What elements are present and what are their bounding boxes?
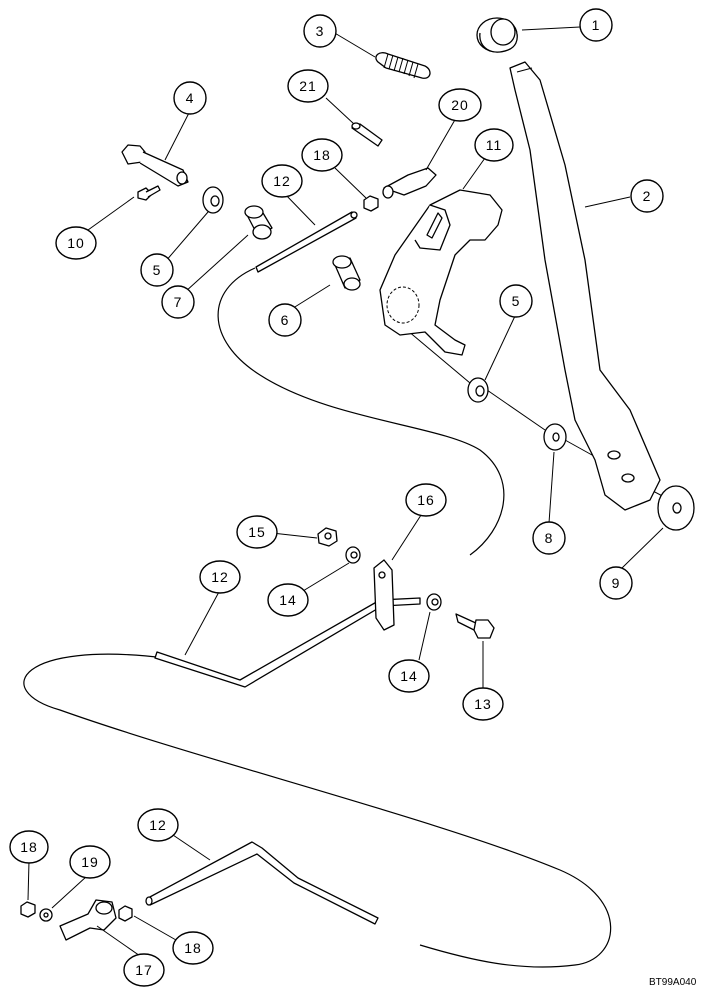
lever-arm-part	[509, 61, 661, 511]
callout-3-label: 3	[316, 23, 325, 39]
rod-part-lower	[145, 841, 379, 925]
callout-11: 11	[474, 128, 514, 162]
spring-part	[375, 52, 431, 79]
callout-12b: 12	[199, 560, 241, 594]
callout-17-label: 17	[135, 962, 153, 978]
washer-part-a	[202, 186, 224, 214]
callout-18b: 18	[9, 830, 49, 864]
callout-14b: 14	[388, 659, 430, 693]
callout-6-label: 6	[281, 312, 290, 328]
callout-14a: 14	[267, 583, 309, 617]
washer-part-19	[39, 908, 53, 922]
callout-21-label: 21	[299, 78, 317, 94]
washer-part-14a	[345, 546, 361, 564]
nut-part-18a	[363, 195, 379, 212]
nut-part-15	[317, 527, 338, 547]
callout-9: 9	[599, 566, 633, 600]
callout-7: 7	[161, 285, 195, 319]
clevis-part	[382, 167, 437, 199]
leader-lines	[27, 26, 664, 959]
callout-5b-label: 5	[512, 293, 521, 309]
callout-1-label: 1	[592, 17, 601, 33]
rod-part-middle	[154, 597, 421, 688]
callout-21: 21	[287, 69, 329, 103]
ball-joint-part	[59, 899, 117, 941]
bolt-part-13	[455, 613, 495, 639]
callout-14a-label: 14	[279, 592, 297, 608]
callout-18b-label: 18	[20, 839, 38, 855]
callout-18a-label: 18	[313, 147, 331, 163]
callout-19-label: 19	[81, 854, 99, 870]
callout-5a: 5	[140, 253, 174, 287]
nut-part-18b	[20, 901, 36, 918]
callout-20: 20	[438, 88, 482, 122]
callout-13-label: 13	[474, 696, 492, 712]
nut-part-18c	[118, 905, 133, 922]
pin-part-21	[351, 122, 383, 147]
callout-20-label: 20	[451, 97, 469, 113]
bushing-part-7	[244, 205, 273, 240]
callout-7-label: 7	[174, 294, 183, 310]
callout-16: 16	[405, 483, 447, 517]
screw-part-10	[137, 185, 161, 201]
callout-12c: 12	[137, 808, 179, 842]
callout-12a-label: 12	[273, 173, 291, 189]
callout-17: 17	[123, 953, 165, 987]
callout-9-label: 9	[612, 575, 621, 591]
callout-19: 19	[69, 845, 111, 879]
bracket-part	[379, 189, 503, 356]
callout-1: 1	[579, 8, 613, 42]
callout-13: 13	[462, 687, 504, 721]
washer-part-b	[467, 377, 489, 403]
bushing-part-6	[332, 255, 361, 291]
callout-12b-label: 12	[211, 569, 229, 585]
callout-6: 6	[268, 303, 302, 337]
callout-18c: 18	[172, 931, 214, 965]
callout-8: 8	[532, 521, 566, 555]
callout-4: 4	[173, 81, 207, 115]
callout-4-label: 4	[186, 90, 195, 106]
callout-16-label: 16	[417, 492, 435, 508]
knob-part	[476, 17, 518, 53]
callout-14b-label: 14	[400, 668, 418, 684]
callout-15-label: 15	[248, 524, 266, 540]
bolt-part	[121, 144, 189, 187]
callout-3: 3	[303, 14, 337, 48]
callout-8-label: 8	[545, 530, 554, 546]
callout-18a: 18	[301, 138, 343, 172]
callout-18c-label: 18	[184, 940, 202, 956]
rod-part-upper	[255, 211, 358, 273]
figure-code: BT99A040	[649, 977, 697, 988]
callout-5a-label: 5	[153, 262, 162, 278]
washer-part-14b	[426, 593, 442, 611]
callout-10: 10	[55, 226, 97, 260]
callout-12c-label: 12	[149, 817, 167, 833]
callout-10-label: 10	[67, 235, 85, 251]
callout-2-label: 2	[643, 188, 652, 204]
washer-part-9	[657, 485, 695, 531]
bracket-part-16	[373, 559, 395, 631]
callout-15: 15	[236, 515, 278, 549]
washer-part-8	[543, 423, 567, 451]
callout-5b: 5	[499, 284, 533, 318]
callout-12a: 12	[261, 164, 303, 198]
callout-11-label: 11	[486, 137, 503, 153]
callout-2: 2	[630, 179, 664, 213]
